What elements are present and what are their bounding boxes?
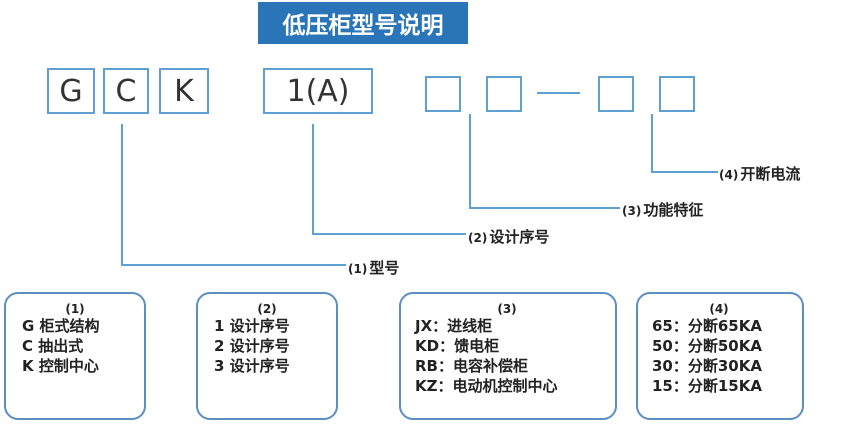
- code-letter-g: G: [47, 68, 95, 114]
- info-box-heading: (3): [497, 302, 517, 316]
- connector-2: [312, 124, 466, 235]
- info-box-heading: (4): [709, 302, 729, 316]
- function-blank-box-2: [486, 76, 522, 112]
- info-line: 15：分断15KA: [652, 377, 762, 395]
- callout-number: (1): [348, 262, 368, 276]
- callout-number: (3): [622, 204, 642, 218]
- info-line: KD：馈电柜: [415, 337, 500, 355]
- info-line: 50：分断50KA: [652, 337, 762, 355]
- info-box-design: (2) 1 设计序号 2 设计序号 3 设计序号: [196, 292, 338, 420]
- info-line: 30：分断30KA: [652, 357, 762, 375]
- current-blank-box-1: [598, 76, 634, 112]
- callout-number: (2): [468, 231, 488, 245]
- callout-design-number: (2) 设计序号: [468, 226, 549, 247]
- code-letter-k: K: [159, 68, 209, 114]
- callout-function: (3) 功能特征: [622, 199, 703, 220]
- info-box-heading: (1): [65, 302, 85, 316]
- info-box-breaking: (4) 65：分断65KA 50：分断50KA 30：分断30KA 15：分断1…: [636, 292, 804, 420]
- callout-text: 型号: [369, 259, 400, 277]
- callout-model: (1) 型号: [348, 257, 399, 278]
- info-box-structure: (1) G 柜式结构 C 抽出式 K 控制中心: [4, 292, 146, 420]
- page-title: 低压柜型号说明: [258, 2, 468, 44]
- callout-text: 功能特征: [643, 201, 704, 219]
- callout-text: 开断电流: [740, 165, 801, 183]
- info-box-function: (3) JX：进线柜 KD：馈电柜 RB：电容补偿柜 KZ：电动机控制中心: [399, 292, 617, 420]
- info-line: G 柜式结构: [22, 317, 100, 335]
- connector-4: [651, 114, 718, 173]
- code-letter-c: C: [103, 68, 149, 114]
- info-line: C 抽出式: [22, 337, 84, 355]
- info-line: RB：电容补偿柜: [415, 357, 528, 375]
- function-blank-box-1: [425, 76, 461, 112]
- connector-3: [469, 114, 620, 209]
- info-line: 3 设计序号: [214, 357, 290, 375]
- info-line: K 控制中心: [22, 357, 99, 375]
- info-line: 1 设计序号: [214, 317, 290, 335]
- callout-breaking-current: (4) 开断电流: [719, 163, 800, 184]
- info-line: 65：分断65KA: [652, 317, 762, 335]
- info-line: 2 设计序号: [214, 337, 290, 355]
- callout-text: 设计序号: [489, 228, 550, 246]
- code-design-number: 1(A): [263, 68, 373, 114]
- info-line: JX：进线柜: [415, 317, 493, 335]
- info-line: KZ：电动机控制中心: [415, 377, 558, 395]
- callout-number: (4): [719, 168, 739, 182]
- info-box-heading: (2): [257, 302, 277, 316]
- current-blank-box-2: [659, 76, 695, 112]
- connector-1: [121, 124, 346, 266]
